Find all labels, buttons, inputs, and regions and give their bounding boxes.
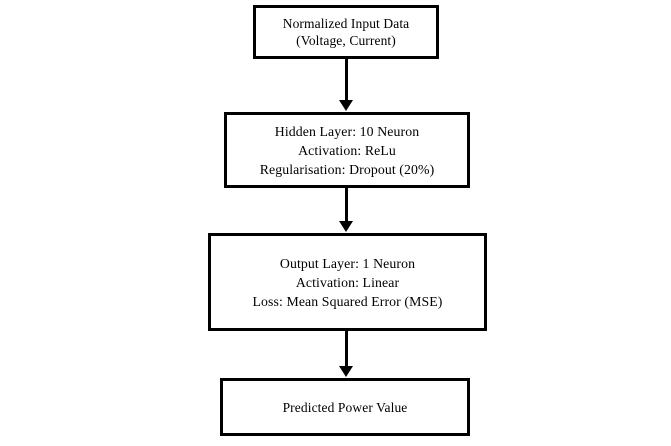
arrowhead-down-icon: [339, 100, 353, 111]
connector-line-input-to-hidden: [345, 59, 348, 101]
flowchart-node-normalized-input-data[interactable]: Normalized Input Data (Voltage, Current): [253, 5, 439, 59]
node-text-line: Normalized Input Data: [282, 16, 410, 31]
flowchart-node-predicted-power-value[interactable]: Predicted Power Value: [220, 378, 470, 436]
node-text-line: Activation: ReLu: [298, 142, 396, 158]
connector-line-output-to-result: [345, 331, 348, 367]
node-text-line: Loss: Mean Squared Error (MSE): [252, 294, 443, 309]
flowchart-node-output-layer[interactable]: Output Layer: 1 Neuron Activation: Linea…: [208, 233, 487, 331]
flowchart-node-hidden-layer[interactable]: Hidden Layer: 10 Neuron Activation: ReLu…: [224, 112, 470, 188]
node-text-line: Activation: Linear: [295, 275, 400, 290]
arrowhead-down-icon: [339, 366, 353, 377]
node-text-line: (Voltage, Current): [296, 33, 396, 48]
node-text-line: Hidden Layer: 10 Neuron: [274, 123, 420, 139]
arrowhead-down-icon: [339, 221, 353, 232]
node-text-line: Predicted Power Value: [282, 399, 408, 415]
node-text-line: Output Layer: 1 Neuron: [279, 256, 416, 271]
connector-line-hidden-to-output: [345, 188, 348, 222]
node-text-line: Regularisation: Dropout (20%): [259, 161, 435, 177]
